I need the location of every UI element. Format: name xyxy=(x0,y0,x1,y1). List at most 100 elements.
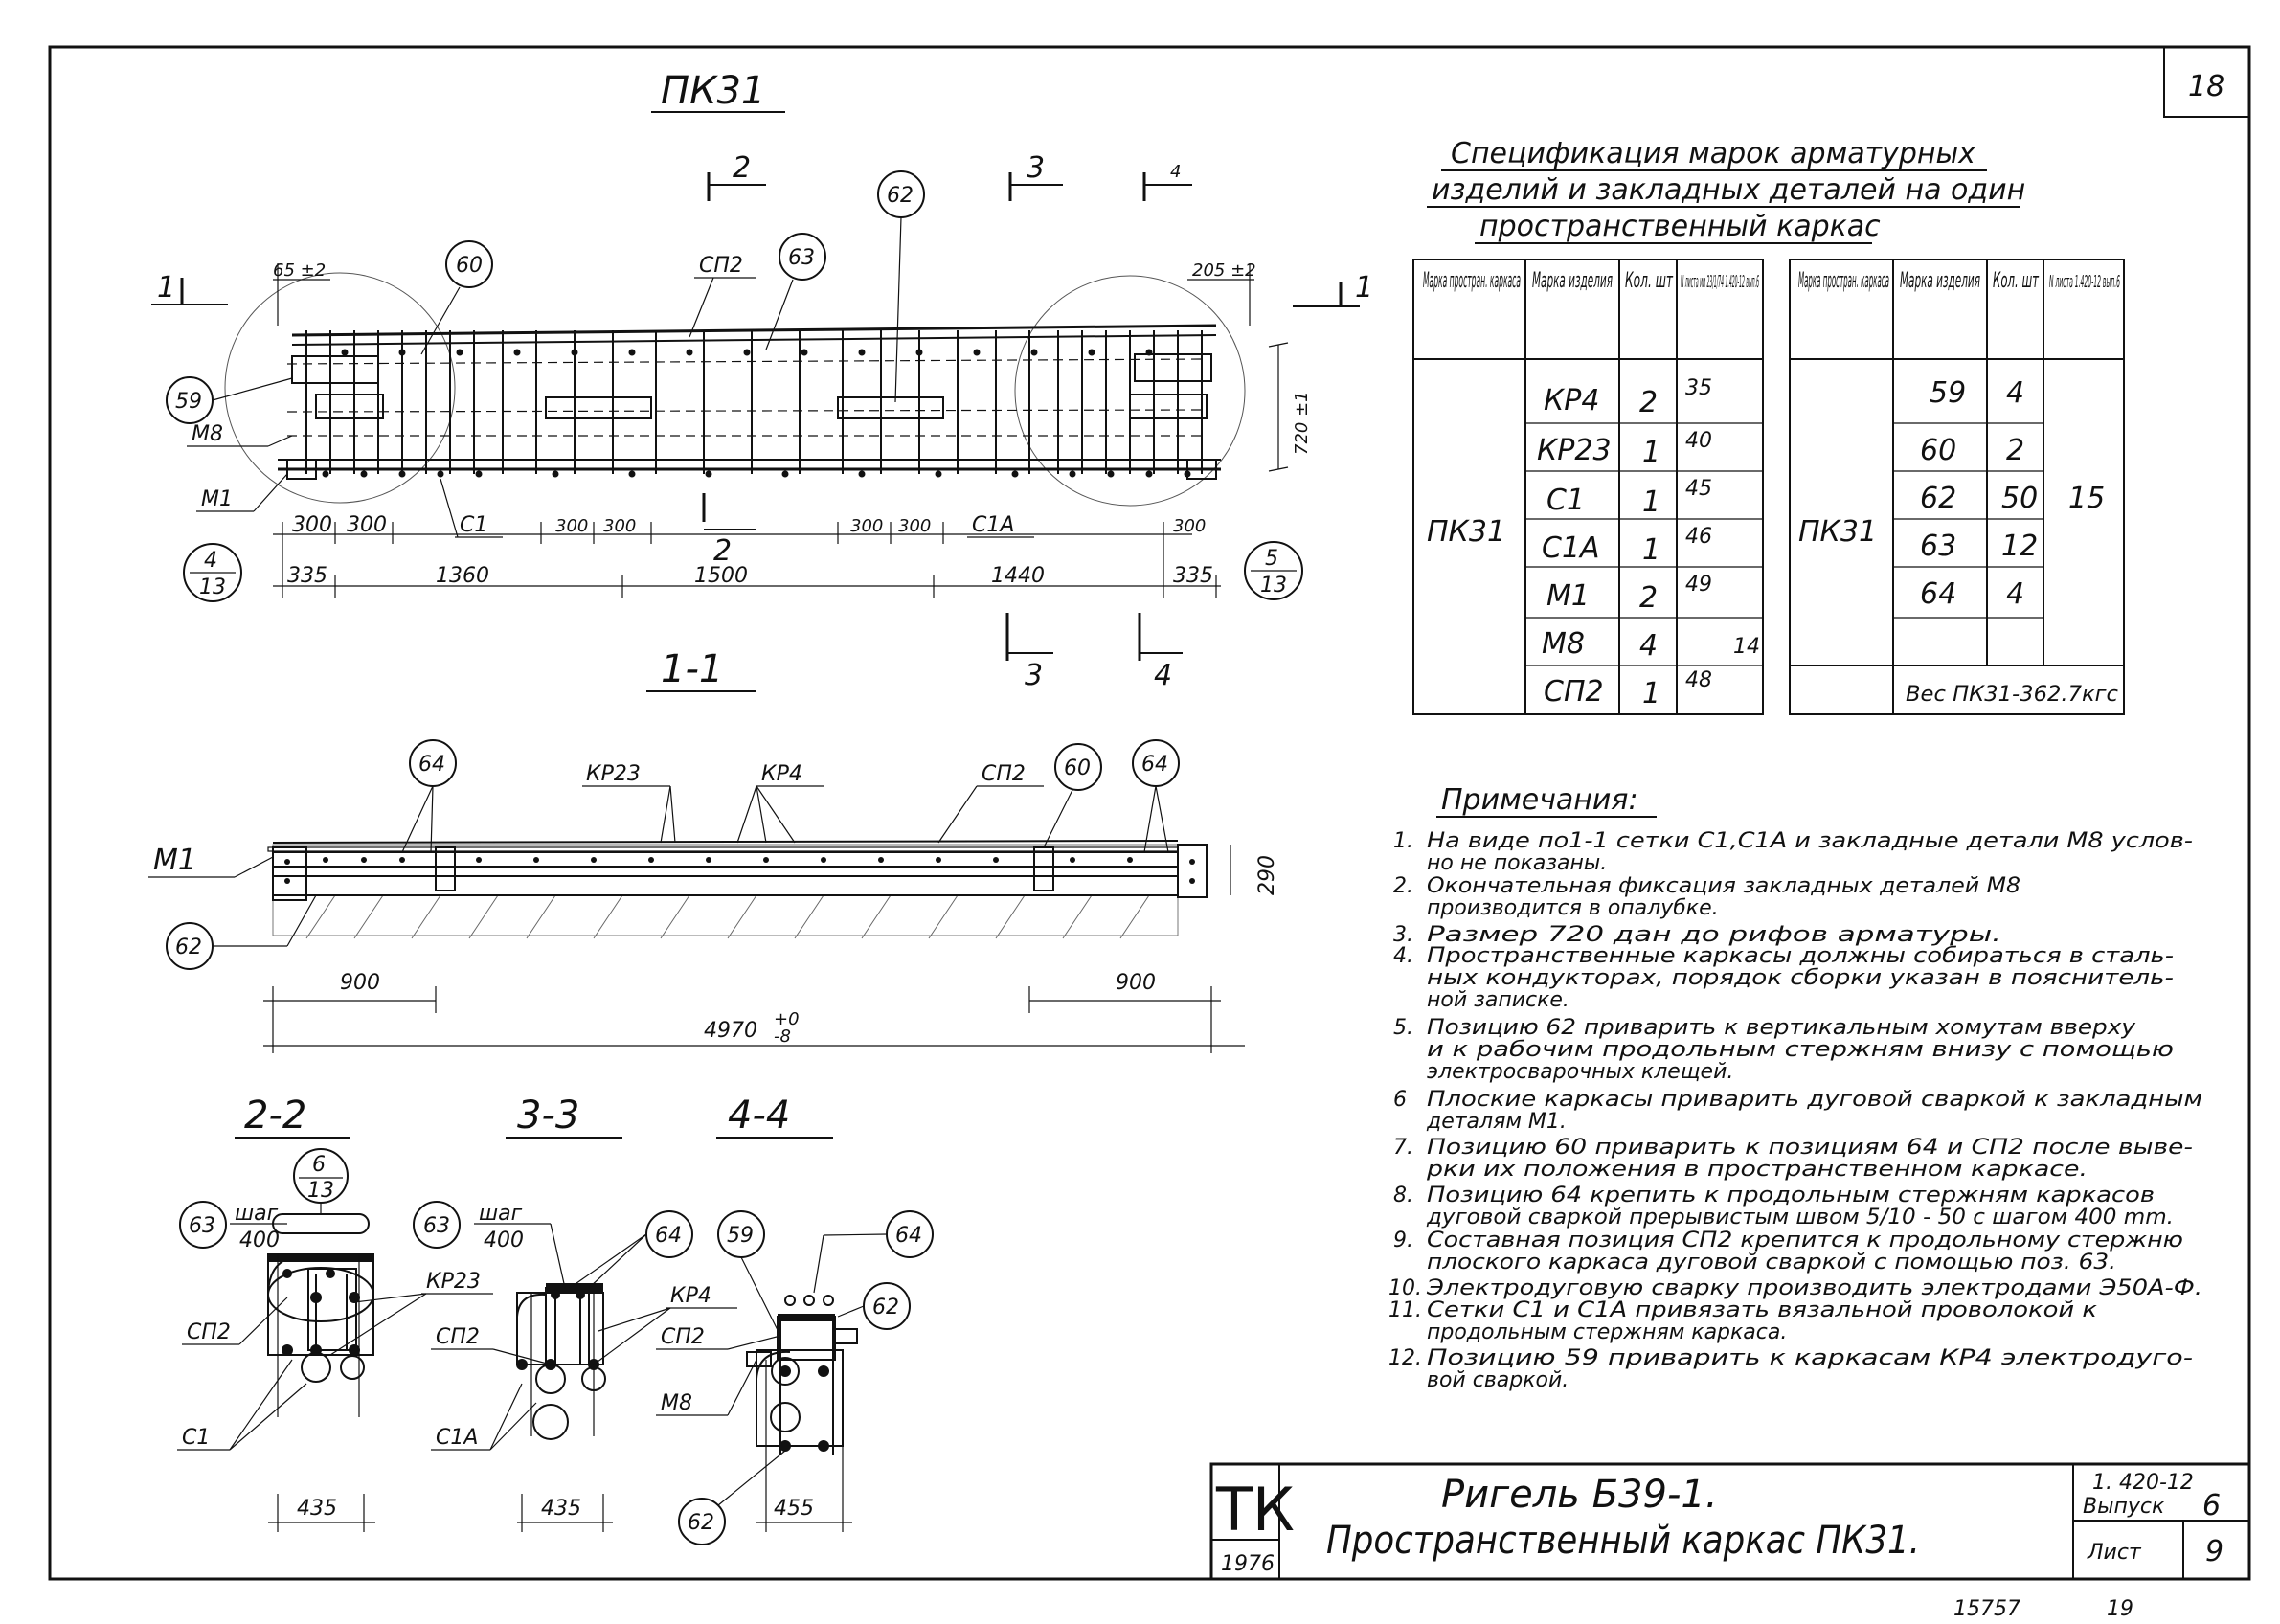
t2-header-3: N листа 1.420-12 вып.6 xyxy=(2049,272,2120,292)
svg-text:Позицию 64 крепить к продольны: Позицию 64 крепить к продольным стержням… xyxy=(1427,1184,2155,1207)
note-item: 10. Электродуговую сварку производить эл… xyxy=(1388,1276,2202,1300)
dim-300-7: 300 xyxy=(1173,516,1206,536)
svg-text:3: 3 xyxy=(1027,151,1045,185)
dim-290: 290 xyxy=(1255,855,1279,895)
notes: Примечания: 1. На виде по1-1 сетки С1,С1… xyxy=(1388,783,2202,1392)
svg-text:рки их положения в пространств: рки их положения в пространственном карк… xyxy=(1426,1158,2088,1182)
section-2-2: 2-2 63 6 13 шаг 400 КР23 СП2 xyxy=(177,1094,493,1532)
label-kp23: КР23 xyxy=(586,762,641,786)
notes-title: Примечания: xyxy=(1441,783,1638,817)
logo-tk: ТК xyxy=(1215,1475,1295,1545)
label-kp23-s22: КР23 xyxy=(426,1270,481,1294)
svg-text:М1: М1 xyxy=(1546,579,1590,613)
dim-1500: 1500 xyxy=(694,564,748,588)
svg-text:3: 3 xyxy=(1025,659,1043,692)
svg-text:5: 5 xyxy=(1265,547,1278,571)
svg-text:64: 64 xyxy=(895,1224,922,1248)
svg-text:КР4: КР4 xyxy=(1544,384,1599,417)
section-4-4-title: 4-4 xyxy=(728,1094,790,1138)
t2-header-2: Кол. шт xyxy=(1993,269,2040,293)
t2-weight: Вес ПК31-362.7кгс xyxy=(1906,683,2118,707)
svg-text:64: 64 xyxy=(655,1224,682,1248)
svg-text:Пространственные каркасы должн: Пространственные каркасы должны собирать… xyxy=(1427,944,2174,968)
dim-335-right: 335 xyxy=(1173,564,1213,588)
title-line-1: Ригель Б39-1. xyxy=(1441,1473,1718,1517)
label-m1-sec: М1 xyxy=(153,844,196,877)
svg-text:6: 6 xyxy=(312,1153,326,1177)
svg-text:7.: 7. xyxy=(1393,1136,1413,1160)
svg-text:48: 48 xyxy=(1685,668,1712,692)
dim-1360: 1360 xyxy=(436,564,489,588)
svg-text:64: 64 xyxy=(1141,753,1168,777)
dim-300-5: 300 xyxy=(850,516,883,536)
dim-65: 65 ±2 xyxy=(273,260,326,281)
callout-64-s33: 64 xyxy=(569,1210,693,1289)
svg-text:Окончательная фиксация закладн: Окончательная фиксация закладных деталей… xyxy=(1427,874,2020,898)
svg-text:35: 35 xyxy=(1685,376,1712,400)
cut-marker-4-top: 4 xyxy=(1142,162,1192,201)
svg-text:13: 13 xyxy=(199,575,226,599)
note-item: 3. Размер 720 дан до рифов арматуры. xyxy=(1393,923,2001,947)
svg-text:62: 62 xyxy=(872,1296,899,1320)
label-sp2: СП2 xyxy=(699,254,743,278)
cut-marker-3-top: 3 xyxy=(1008,151,1063,201)
note-item: 11. Сетки С1 и С1А привязать вязальной п… xyxy=(1388,1298,2098,1344)
section-1-1: 1-1 xyxy=(148,647,1279,1053)
dim-205: 205 ±2 xyxy=(1192,260,1256,281)
t1-header-3: N листа ии 23/1/74 1.420-12 вып.6 xyxy=(1681,272,1759,292)
cut-marker-1-left: 1 xyxy=(151,271,228,305)
dim-1440: 1440 xyxy=(991,564,1045,588)
t2-row: 63 12 xyxy=(1920,530,2038,563)
page-number: 18 xyxy=(2188,70,2224,103)
callout-63-s33-text: 63 xyxy=(423,1214,450,1238)
t1-header-2: Кол. шт xyxy=(1625,269,1674,293)
svg-text:Сетки С1 и С1А привязать вязал: Сетки С1 и С1А привязать вязальной прово… xyxy=(1427,1298,2098,1322)
cut-marker-3-bottom: 3 xyxy=(1005,613,1053,692)
note-item: 12. Позицию 59 приварить к каркасам КР4 … xyxy=(1388,1346,2193,1392)
note-item: 8. Позицию 64 крепить к продольным стерж… xyxy=(1393,1184,2174,1229)
svg-text:64: 64 xyxy=(1920,577,1956,611)
t2-sheet-no: 15 xyxy=(2068,482,2105,515)
callout-59: 59 xyxy=(166,376,293,424)
cut-marker-2-bottom: 2 xyxy=(702,493,756,568)
svg-text:КР23: КР23 xyxy=(1537,434,1612,467)
svg-text:6: 6 xyxy=(1393,1088,1407,1112)
t2-row: 59 4 xyxy=(1930,376,2024,410)
sheet-number: 9 xyxy=(2205,1535,2224,1568)
svg-text:8.: 8. xyxy=(1393,1184,1413,1207)
svg-text:12: 12 xyxy=(2001,530,2038,563)
t1-row: КР23 1 40 xyxy=(1537,429,1712,469)
svg-text:Позицию 59 приварить к каркаса: Позицию 59 приварить к каркасам КР4 элек… xyxy=(1427,1346,2193,1370)
svg-text:62: 62 xyxy=(688,1511,714,1535)
note-item: 1. На виде по1-1 сетки С1,С1А и закладны… xyxy=(1393,829,2193,875)
callout-64-s44: 64 xyxy=(813,1210,934,1294)
label-kp4: КР4 xyxy=(761,762,802,786)
section-3-3-title: 3-3 xyxy=(517,1094,579,1138)
callout-63: 63 xyxy=(765,233,826,350)
svg-text:2: 2 xyxy=(733,151,751,185)
svg-text:60: 60 xyxy=(1920,434,1956,467)
svg-text:электросварочных клещей.: электросварочных клещей. xyxy=(1427,1060,1733,1084)
dim-455-s44: 455 xyxy=(774,1497,814,1521)
svg-text:1: 1 xyxy=(1355,271,1373,304)
callout-63-s22: 63 xyxy=(179,1201,227,1249)
series-code: 1. 420-12 xyxy=(2092,1471,2194,1495)
svg-text:62: 62 xyxy=(175,936,202,959)
dim-435-s22: 435 xyxy=(297,1497,337,1521)
svg-text:5.: 5. xyxy=(1393,1016,1413,1040)
svg-text:60: 60 xyxy=(1064,756,1091,780)
svg-text:63: 63 xyxy=(1920,530,1956,563)
spec-table-2: Марка простран. каркаса Марка изделия Ко… xyxy=(1789,259,2125,715)
label-c1a-s33: С1А xyxy=(436,1426,478,1450)
svg-text:деталям М1.: деталям М1. xyxy=(1426,1110,1567,1134)
dim-720: 720 ±1 xyxy=(1292,391,1312,455)
title-line-2: Пространственный каркас ПК31. xyxy=(1326,1519,1920,1563)
svg-text:45: 45 xyxy=(1685,477,1712,501)
note-item: 6 Плоские каркасы приварить дуговой свар… xyxy=(1393,1088,2202,1134)
t1-row: СП2 1 48 xyxy=(1544,668,1712,710)
t2-frame: ПК31 xyxy=(1798,515,1877,549)
svg-text:Составная позиция СП2 крепится: Составная позиция СП2 крепится к продоль… xyxy=(1427,1229,2183,1252)
svg-text:4.: 4. xyxy=(1393,944,1413,968)
footer-code-2: 19 xyxy=(2107,1597,2133,1621)
svg-text:4: 4 xyxy=(1154,659,1172,692)
